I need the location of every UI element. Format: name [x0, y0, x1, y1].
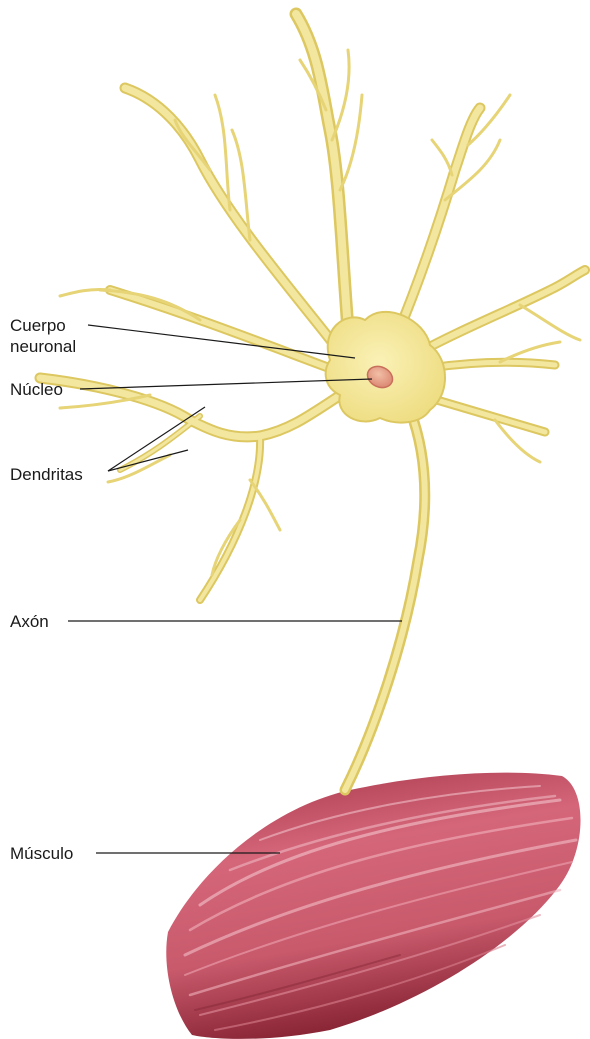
label-cell-body-line2: neuronal: [10, 336, 76, 357]
cell-body: [326, 312, 445, 423]
label-muscle: Músculo: [10, 843, 73, 864]
muscle-shape: [166, 773, 580, 1039]
label-nucleus: Núcleo: [10, 379, 63, 400]
label-cell-body: Cuerpo neuronal: [10, 315, 76, 357]
neuron: [40, 14, 585, 790]
label-dendrites: Dendritas: [10, 464, 83, 485]
label-axon: Axón: [10, 611, 49, 632]
muscle-body: [166, 773, 580, 1039]
label-cell-body-line1: Cuerpo: [10, 315, 76, 336]
